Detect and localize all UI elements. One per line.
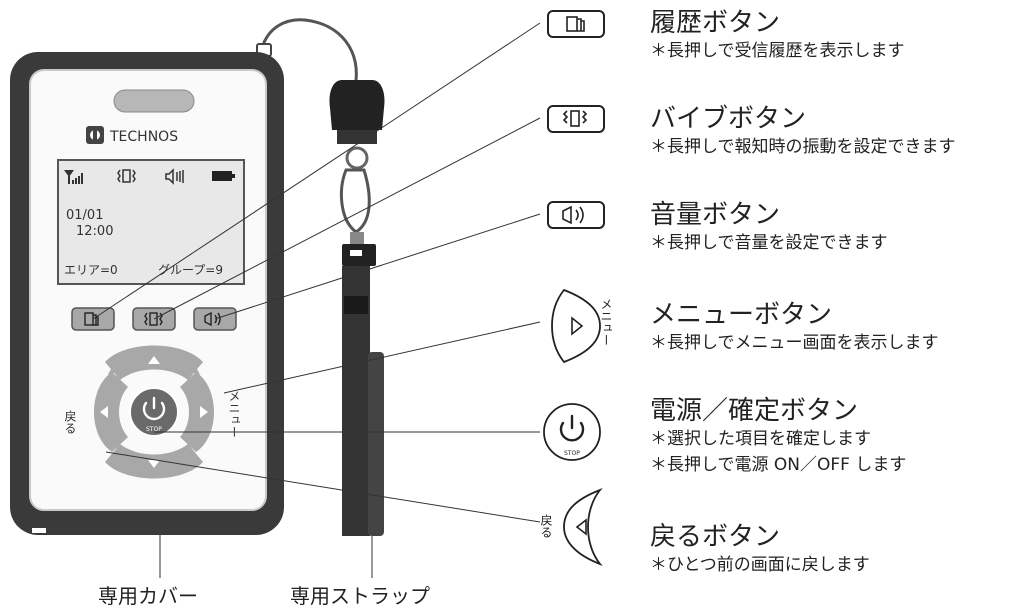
strap-caption: 専用ストラップ: [290, 584, 430, 608]
back-annotation: 戻るボタン ＊ひとつ前の画面に戻します: [650, 522, 1030, 578]
volume-icon: [165, 168, 184, 185]
menu-annotation: メニューボタン ＊長押しでメニュー画面を表示します: [650, 300, 1030, 356]
history-annotation: 履歴ボタン ＊長押しで受信履歴を表示します: [650, 8, 1030, 64]
vibrate-annotation-desc: ＊長押しで報知時の振動を設定できます: [650, 137, 956, 157]
screen-time: 12:00: [76, 224, 113, 239]
back-annotation-desc: ＊ひとつ前の画面に戻します: [650, 555, 870, 575]
screen-area: エリア=0: [64, 263, 118, 277]
down-arrow-icon: [148, 460, 160, 468]
right-arrow-icon: [200, 406, 208, 418]
volume-callout-icon: [547, 201, 605, 229]
menu-callout-icon: メニュー: [551, 288, 613, 364]
power-confirm-button[interactable]: STOP: [129, 387, 179, 437]
technos-logo-icon: [86, 126, 104, 144]
leader-lines: [92, 22, 541, 578]
volume-annotation: 音量ボタン ＊長押しで音量を設定できます: [650, 200, 1030, 256]
history-annotation-desc: ＊長押しで受信履歴を表示します: [650, 41, 905, 61]
power-callout-icon: STOP: [543, 403, 601, 461]
screen-group: グループ=9: [158, 263, 223, 277]
menu-annotation-desc: ＊長押しでメニュー画面を表示します: [650, 333, 939, 353]
screen-date: 01/01: [66, 208, 103, 223]
volume-annotation-desc: ＊長押しで音量を設定できます: [650, 233, 888, 253]
speaker-slot: [113, 89, 195, 113]
up-arrow-icon: [148, 356, 160, 364]
power-annotation: 電源／確定ボタン ＊選択した項目を確定します ＊長押しで電源 ON／OFF しま…: [650, 396, 1030, 478]
back-callout-label: 戻る: [539, 514, 553, 538]
vibrate-annotation: バイブボタン ＊長押しで報知時の振動を設定できます: [650, 104, 1030, 160]
menu-callout-label: メニュー: [599, 298, 613, 346]
brand-logo: TECHNOS: [109, 129, 178, 145]
vibrate-icon: [117, 169, 136, 183]
signal-icon: [64, 170, 83, 184]
back-annotation-title: 戻るボタン: [650, 522, 781, 552]
battery-icon: [212, 171, 235, 181]
stop-label: STOP: [146, 426, 162, 433]
menu-annotation-title: メニューボタン: [650, 300, 833, 330]
left-arrow-icon: [100, 406, 108, 418]
device-menu-label: メニュー: [227, 390, 241, 438]
vibrate-callout-icon: [547, 105, 605, 133]
power-icon: [142, 396, 166, 421]
power-annotation-desc-1: ＊選択した項目を確定します: [650, 429, 871, 449]
device-back-label: 戻る: [63, 410, 77, 434]
power-annotation-title: 電源／確定ボタン: [650, 396, 859, 426]
history-callout-icon: [547, 10, 605, 38]
strap: [329, 80, 385, 536]
cover-caption: 専用カバー: [98, 584, 198, 608]
power-annotation-desc-2: ＊長押しで電源 ON／OFF します: [650, 455, 907, 475]
vibrate-annotation-title: バイブボタン: [650, 104, 807, 134]
back-callout-icon: 戻る: [539, 487, 603, 567]
volume-annotation-title: 音量ボタン: [650, 200, 781, 230]
power-callout-stop: STOP: [564, 450, 580, 457]
back-button[interactable]: [94, 372, 128, 452]
history-annotation-title: 履歴ボタン: [650, 8, 781, 38]
